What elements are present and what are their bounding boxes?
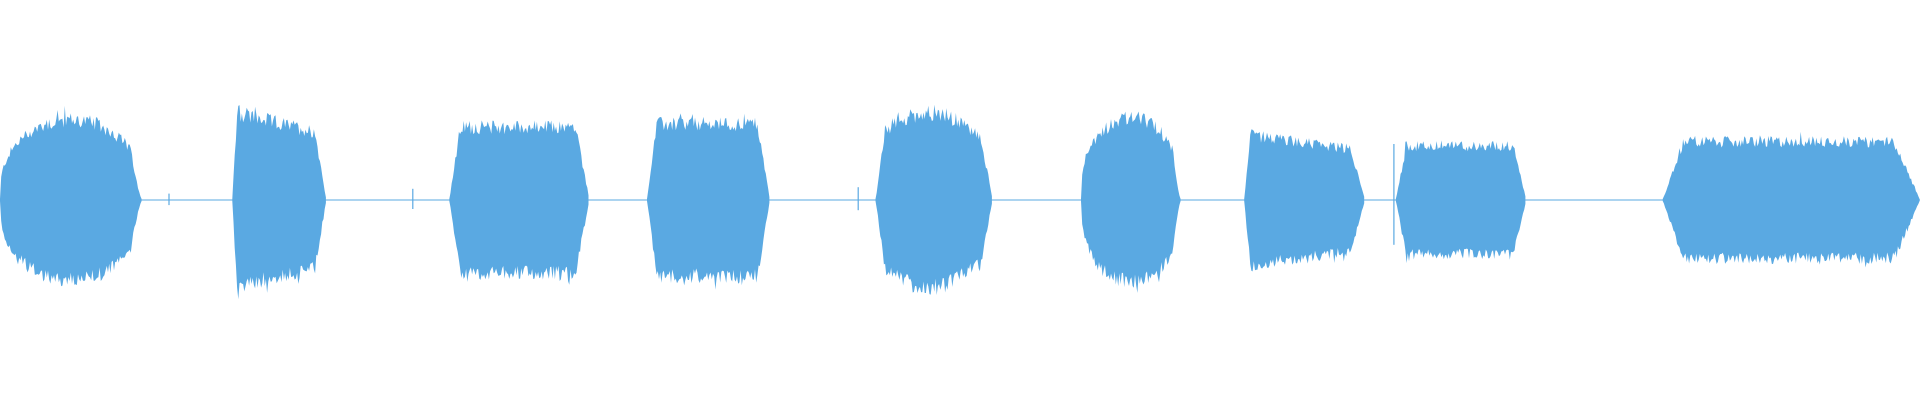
waveform-segment-8 [1395,140,1526,264]
waveform-segment-2 [232,105,326,300]
waveform-segment-9 [1662,131,1920,268]
waveform-segment-7 [1244,129,1365,272]
waveform-segment-6 [1081,111,1181,293]
waveform-segment-5 [875,104,992,295]
waveform-segment-1 [0,105,142,287]
waveform-segment-4 [647,113,770,290]
waveform-segment-3 [449,120,589,285]
